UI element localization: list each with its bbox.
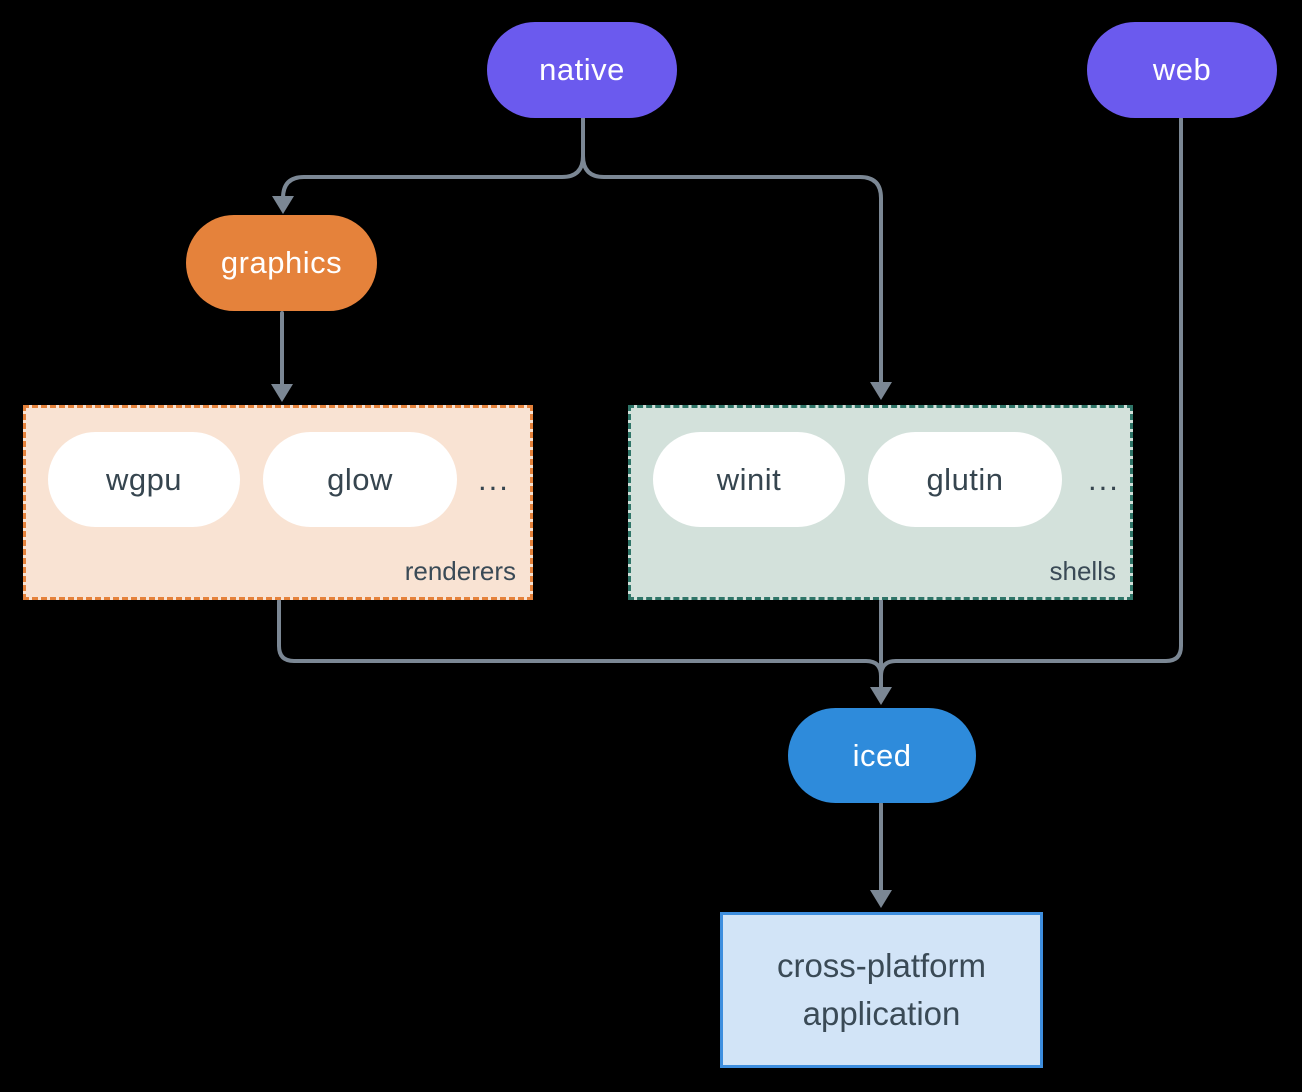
node-web: web — [1087, 22, 1277, 118]
node-glutin: glutin — [868, 432, 1062, 527]
arrow-into-graphics-icon — [272, 196, 294, 214]
edge-native-graphics — [281, 117, 585, 201]
node-graphics: graphics — [186, 215, 377, 311]
group-renderers-caption: renderers — [404, 556, 516, 586]
node-cross-platform-application: cross-platform application — [720, 912, 1043, 1068]
edge-renderers-iced — [277, 599, 883, 690]
arrow-into-app-icon — [870, 890, 892, 908]
node-native: native — [487, 22, 677, 118]
edge-native-shells — [581, 117, 883, 385]
renderers-ellipsis: ... — [478, 461, 510, 497]
node-glow-label: glow — [327, 461, 393, 497]
arrow-into-iced-icon — [870, 687, 892, 705]
edge-web-iced — [879, 117, 1183, 690]
group-shells-caption: shells — [1049, 556, 1116, 586]
node-native-label: native — [539, 52, 625, 87]
arrow-into-shells-icon — [870, 382, 892, 400]
node-glow: glow — [263, 432, 457, 527]
node-winit-label: winit — [716, 461, 782, 497]
node-graphics-label: graphics — [220, 245, 343, 280]
node-wgpu-label: wgpu — [105, 461, 183, 497]
node-iced-label: iced — [852, 737, 912, 773]
node-glutin-label: glutin — [926, 461, 1004, 497]
arrow-into-renderers-icon — [271, 384, 293, 402]
node-wgpu: wgpu — [48, 432, 240, 527]
shells-ellipsis: ... — [1088, 461, 1120, 497]
node-app-label: cross-platform application — [776, 947, 987, 1032]
node-iced: iced — [788, 708, 976, 803]
group-shells: winit glutin ... shells — [628, 405, 1133, 600]
node-web-label: web — [1152, 52, 1212, 87]
group-renderers: wgpu glow ... renderers — [23, 405, 533, 600]
node-winit: winit — [653, 432, 845, 527]
